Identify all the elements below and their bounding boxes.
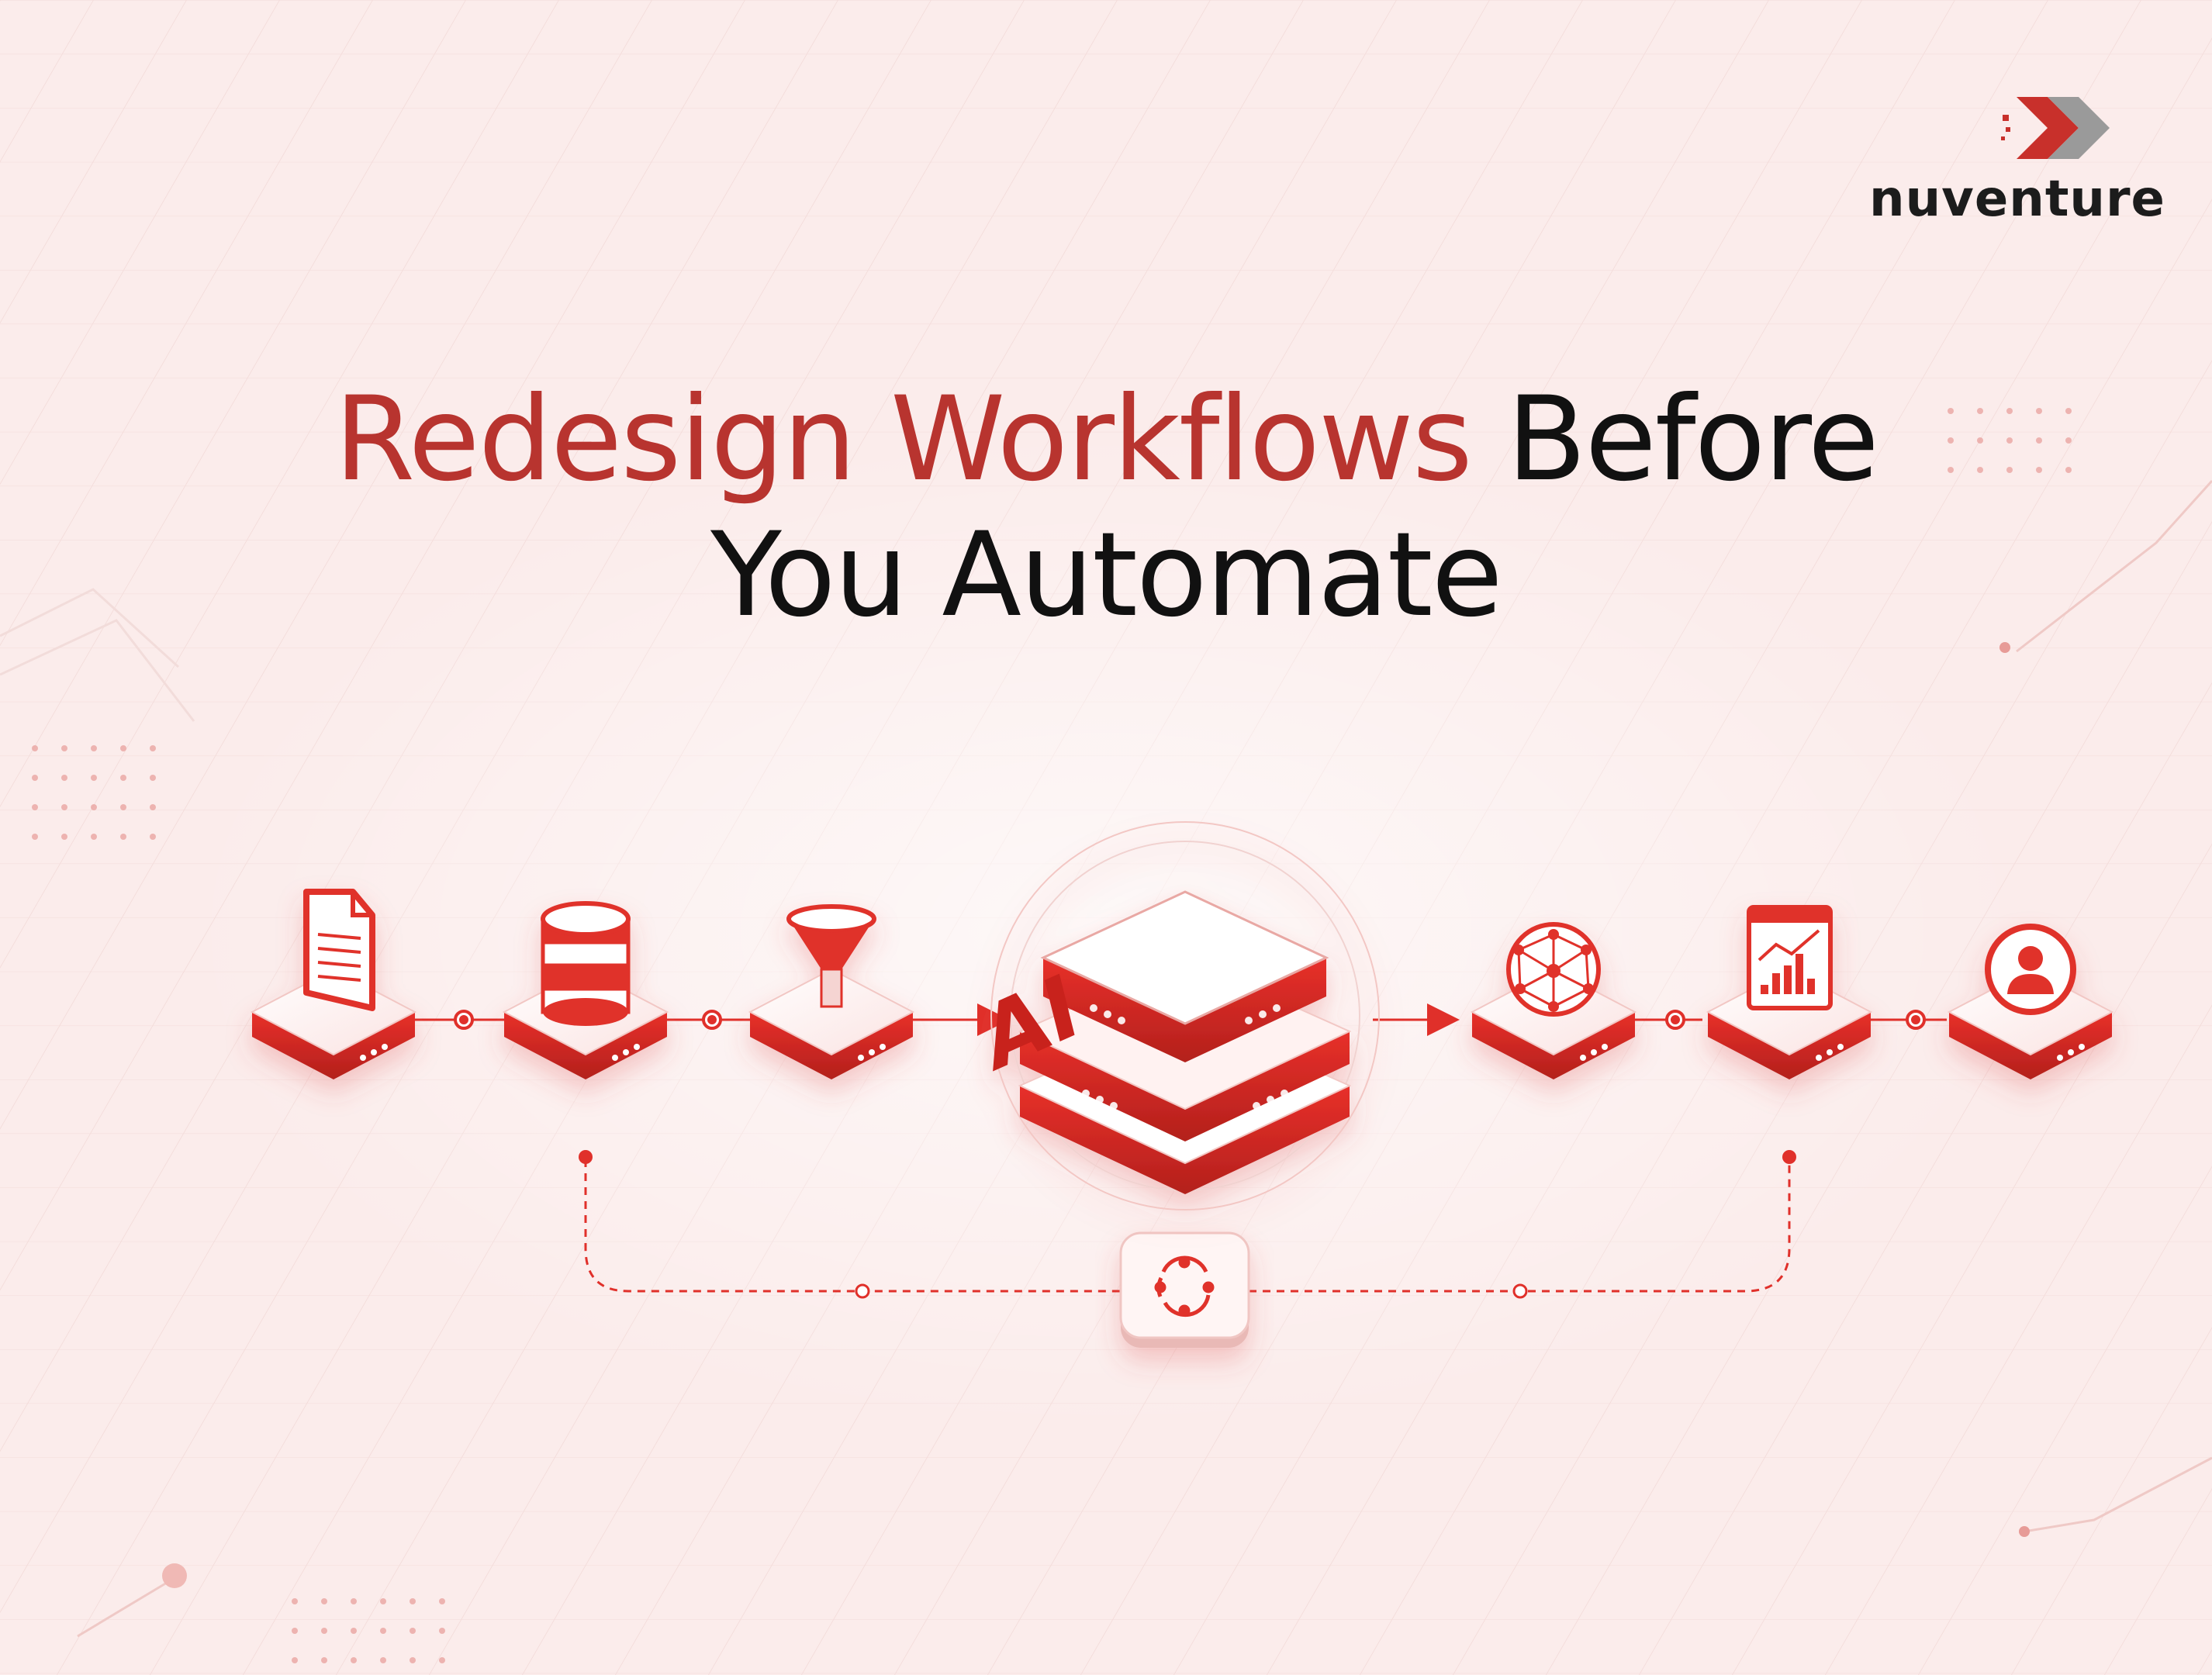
page-title: Redesign Workflows Before You Automate: [0, 372, 2212, 644]
headline-line-1: Redesign Workflows Before: [0, 372, 2212, 508]
network-stage[interactable]: [1470, 922, 1637, 1079]
funnel-icon: [786, 904, 876, 1008]
network-icon: [1506, 922, 1601, 1017]
brand-logo[interactable]: nuventure: [1846, 85, 2165, 240]
feedback-loop-node[interactable]: [1119, 1231, 1250, 1348]
user-stage[interactable]: [1947, 924, 2114, 1079]
document-stage[interactable]: [250, 889, 417, 1079]
document-icon: [303, 889, 375, 1011]
database-icon: [541, 901, 631, 1026]
filter-stage[interactable]: [748, 904, 915, 1079]
dot-grid-left: [32, 745, 156, 840]
headline-line-2: You Automate: [710, 508, 1503, 643]
feedback-loop: [584, 1159, 1791, 1293]
headline-rest: Before: [1506, 372, 1879, 507]
user-icon: [1985, 924, 2076, 1015]
brand-name: nuventure: [1869, 171, 2165, 228]
ai-stage[interactable]: AI: [973, 821, 1380, 1210]
analytics-chart-icon: [1747, 905, 1833, 1010]
connector-nodes: [454, 1010, 1926, 1030]
headline-accent: Redesign Workflows: [334, 372, 1473, 507]
double-chevron-icon: [2001, 97, 2110, 159]
analytics-stage[interactable]: [1706, 905, 1873, 1079]
dot-grid-bottom: [292, 1598, 445, 1663]
database-stage[interactable]: [502, 901, 669, 1079]
cycle-refresh-icon: [1154, 1255, 1215, 1318]
dot-grid-right: [1948, 408, 2072, 473]
